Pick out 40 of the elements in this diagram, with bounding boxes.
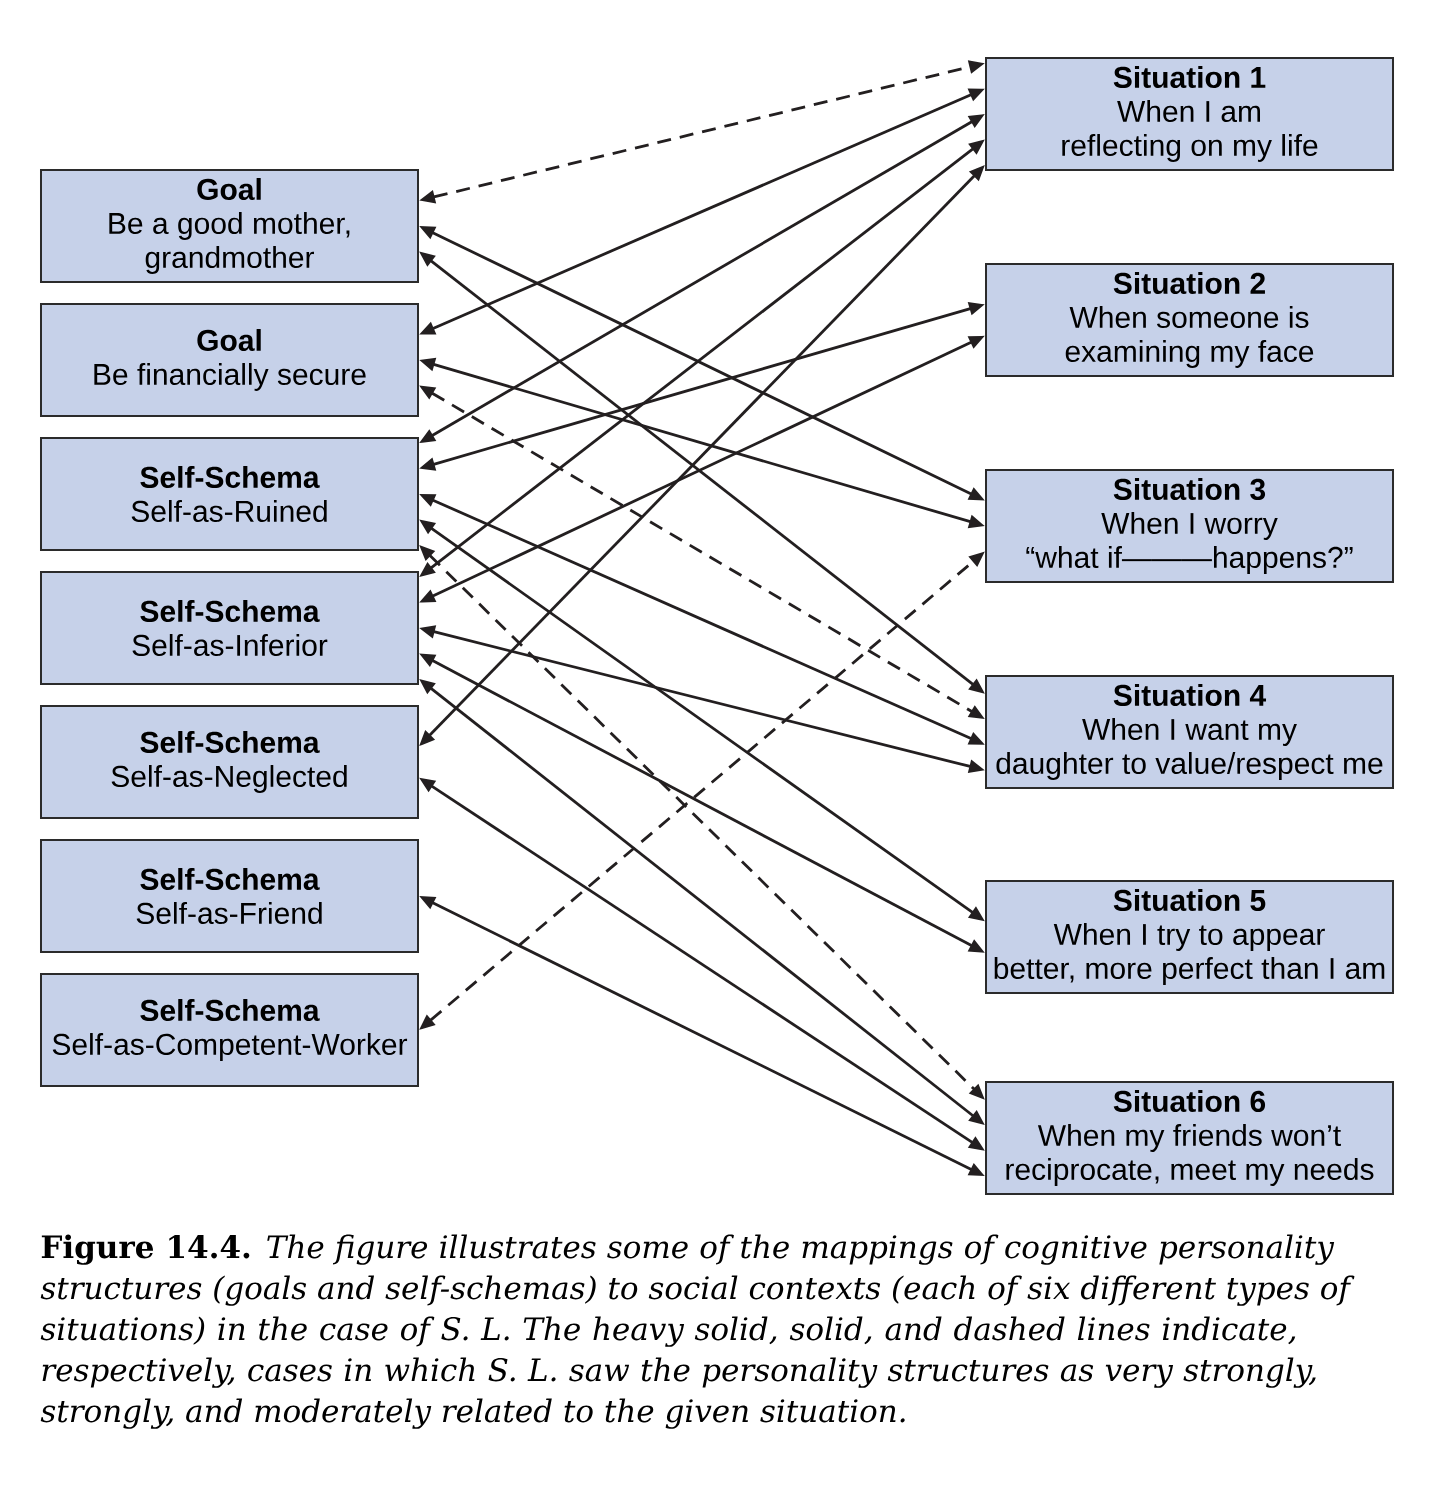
title-text: Situation 6 [1113, 1090, 1266, 1113]
body-text: Self-as-Inferior [132, 634, 328, 656]
text-box [985, 880, 1394, 994]
body-text: Be financially secure [94, 363, 366, 391]
title-text: Situation 1 [1113, 66, 1266, 89]
body-text: Self-as-Neglected [111, 765, 347, 793]
text-box [985, 57, 1394, 171]
body-text: When I try to appear better, more perfect than I am [994, 923, 1385, 985]
title-text: Self-Schema [140, 731, 320, 754]
title-text: Self-Schema [140, 868, 320, 890]
title-text: Self-Schema [140, 466, 320, 488]
title-text: Goal [197, 329, 261, 352]
text-box [985, 675, 1394, 789]
text-box [985, 469, 1394, 583]
caption-text: Figure 14.4. The figure illustrates some of the mappings of cognitive personality structures (goals and self-schemas) to social contexts (each of six different types of situations) in the case of S. L. The heavy solid, solid, and dashed lines indicate, respectively, cases in which S. L. saw the personality structures as very strongly, strongly, and moderately related to the given situation. [40, 1234, 1355, 1429]
text-box [40, 571, 419, 685]
text-box [40, 973, 419, 1087]
text-box [40, 303, 419, 417]
text-box [985, 1081, 1394, 1195]
title-text: Self-Schema [140, 999, 320, 1022]
body-text: Self-as-Competent-Worker [52, 1033, 408, 1061]
text-box [40, 839, 419, 953]
body-text: When I want my daughter to value/respect me [996, 718, 1383, 780]
body-text: Self-as-Ruined [131, 500, 327, 522]
title-text: Self-Schema [140, 600, 320, 622]
title-text: Situation 5 [1113, 889, 1266, 912]
title-text: Situation 3 [1113, 478, 1266, 501]
body-text: When my friends won’t reciprocate, meet my needs [1006, 1124, 1374, 1186]
body-text: When I am reflecting on my life [1062, 100, 1318, 162]
title-text: Situation 4 [1113, 684, 1266, 707]
text-box [40, 705, 419, 819]
text-box [40, 169, 419, 283]
title-text: Goal [197, 178, 261, 201]
text-box [985, 263, 1394, 377]
body-text: Be a good mother, grandmother [109, 212, 350, 274]
title-text: Situation 2 [1113, 272, 1265, 295]
body-text: Self-as-Friend [136, 902, 322, 924]
body-text: When someone is examining my face [1065, 306, 1314, 368]
text-box [40, 437, 419, 551]
body-text: When I worry “what if———happens?” [1026, 512, 1353, 574]
